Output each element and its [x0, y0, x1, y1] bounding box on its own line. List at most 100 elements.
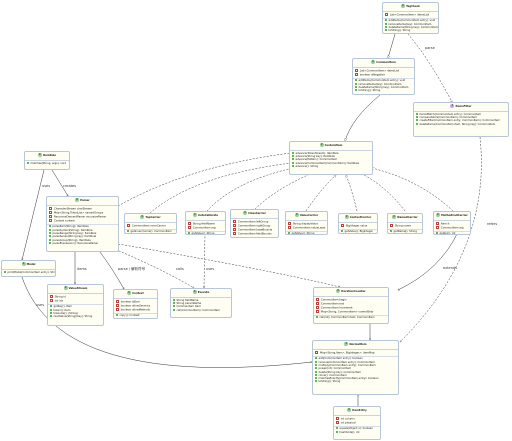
method-row: parseItem(String): ItemRule [49, 225, 116, 228]
method-row: parseExpression(): RecursiveParser [49, 242, 116, 245]
method-row: getValue(): String [188, 232, 223, 234]
edge-context-customitem [346, 175, 358, 212]
label-refers: refers [487, 222, 497, 226]
class-icon: C [347, 408, 352, 412]
class-name: Context [132, 292, 144, 295]
methods-section: printModel(CommonItem entry): String [2, 270, 56, 275]
method-row: parseSymbol(String): ItemRule [49, 229, 116, 232]
field-row: int column [336, 417, 378, 421]
label-uses: uses [42, 184, 50, 188]
class-name: TopCarrier [145, 216, 161, 219]
method-row: printModel(CommonItem entry): String [4, 271, 56, 274]
method-row: advance(String key): ItemRule [292, 155, 370, 158]
label-parses-from: parse / 解析符号 [118, 266, 146, 271]
methods-section: getName(): String [388, 230, 422, 233]
method-row: remove(CommonItem entry): CommonItem [315, 361, 396, 364]
edge-autocal-execute [204, 232, 206, 288]
field-row: List<CommonItem> itemsList [355, 69, 412, 73]
class-icon: C [192, 213, 197, 217]
method-row: toString(): String [355, 89, 412, 92]
method-row: parseSeries(String key): ItemRule [49, 235, 116, 238]
method-row: matchesExactly(CommonItem entry): boolea… [315, 377, 396, 380]
edge-method-iteration [398, 231, 459, 290]
edge-parser-context [99, 251, 124, 289]
edge-itemrule-parser [51, 169, 68, 196]
class-name: ValueCarrier [299, 214, 319, 217]
class-icon: C [294, 213, 299, 217]
interface-icon: I [450, 104, 455, 108]
methods-section: itemsMatch(CommonItem entry): CommonItem… [414, 112, 508, 127]
method-row: advance(Pattern): CommonItem [292, 158, 370, 161]
fields-section: Map<String,Item>, BigInteger>: itemMap [313, 350, 398, 357]
fields-section: String name [388, 223, 422, 230]
field-row: CommonItem begin [316, 298, 386, 302]
class-icon: C [344, 215, 349, 219]
field-row: CommonItem end [316, 302, 386, 306]
method-row: compareItems(CommonItem): CommonItem [416, 116, 506, 119]
method-row: matches(String, args): void [27, 162, 67, 165]
edge-model-normalitem [21, 276, 312, 368]
field-row: CommonItem rightGroup [233, 224, 276, 228]
edge-itemrule-model [22, 169, 45, 260]
method-row: power(int): CommonItem [315, 367, 396, 370]
field-row: CommonItem valueLayer [288, 226, 326, 230]
method-row: toString(): String [315, 380, 396, 383]
field-row: CommonItem baseBounds [233, 228, 276, 232]
class-name: Execute [197, 291, 210, 294]
method-row: addItems(CommonItem entry): void [385, 19, 436, 22]
method-row: hashCode(): int [336, 431, 378, 434]
method-row: call(int): CommonItem item: CommonItem [316, 316, 386, 319]
method-row: call(CommonItem): CommonItem [173, 309, 229, 312]
method-row: parseGroup(String): ItemRule [49, 239, 116, 242]
method-row: deleteItems(String key): CommonItem [385, 26, 439, 29]
field-row: Context context [49, 219, 116, 223]
method-row: getArg(): Int [436, 232, 468, 234]
class-icon: C [401, 4, 406, 8]
class-icon: C [344, 342, 349, 346]
methods-section: call(int): CommonItem item: CommonItem [314, 316, 388, 321]
field-row: String name [390, 224, 420, 228]
label-parse: parse [425, 46, 435, 50]
field-row: CommonItem fieldBounds [233, 232, 276, 236]
field-row: CommonItem innerCarrier [127, 224, 174, 228]
edge-valuecarrier-customitem [305, 175, 336, 212]
field-row: CommonItem arg [436, 226, 468, 230]
method-row: createFilter(CommonItem entry, CommonIte… [416, 119, 506, 122]
class-icon: C [63, 286, 68, 290]
class-icon: C [192, 290, 197, 294]
edge-classcarrier-customitem [254, 168, 325, 210]
class-icon: C [243, 211, 248, 215]
class-icon: C [436, 213, 441, 217]
methods-section: getValue(): String [286, 232, 327, 234]
fields-section: List<CommonItem> itemsList [383, 12, 438, 19]
